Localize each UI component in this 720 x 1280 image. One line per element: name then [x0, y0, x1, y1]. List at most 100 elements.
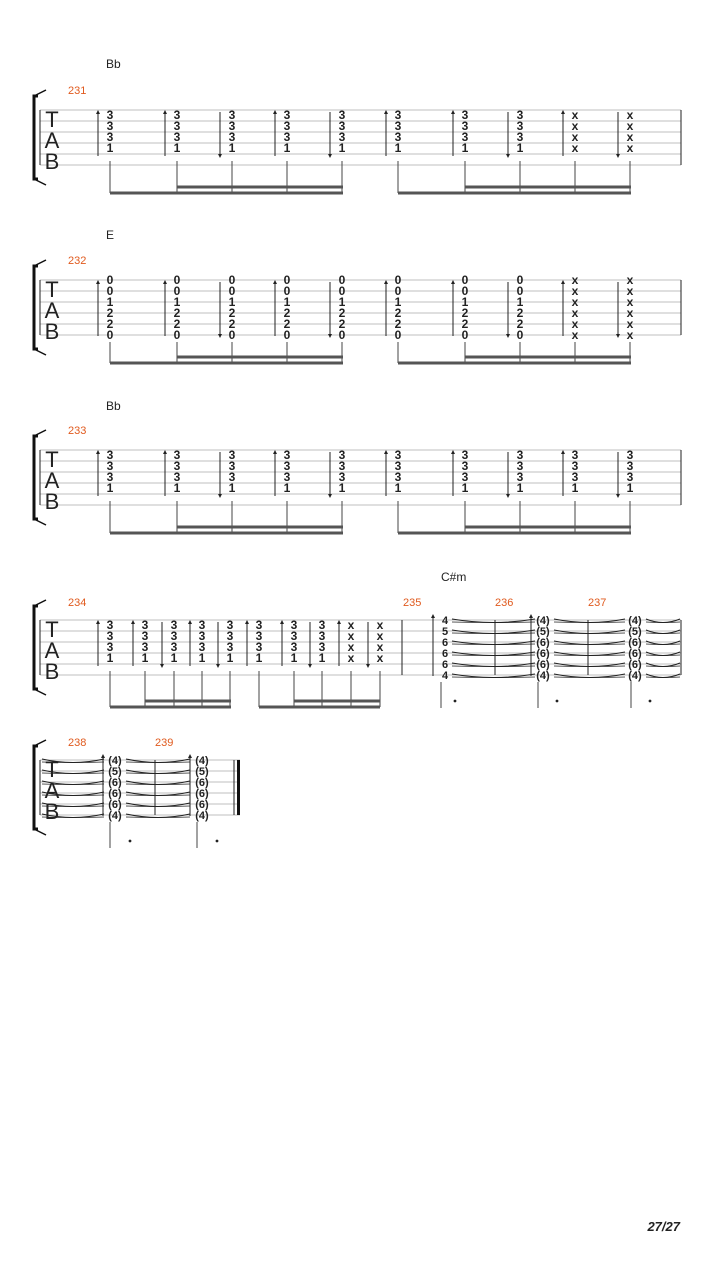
- tie-curve: [553, 632, 626, 634]
- fret-number: x: [627, 108, 634, 122]
- fret-number: 0: [339, 284, 346, 298]
- tab-clef-letter: T: [45, 757, 58, 782]
- fret-number: (6): [195, 788, 209, 800]
- fret-number: (6): [536, 637, 550, 649]
- fret-number: x: [572, 130, 579, 144]
- fret-number: (6): [108, 777, 122, 789]
- fret-number: 3: [171, 629, 178, 643]
- fret-number: x: [572, 141, 579, 155]
- fret-number: 1: [174, 481, 181, 495]
- fret-number: 3: [142, 618, 149, 632]
- augmentation-dot: [648, 699, 652, 703]
- fret-number: 3: [284, 119, 291, 133]
- fret-number: 2: [395, 317, 402, 331]
- fret-number: x: [572, 328, 579, 342]
- tab-clef-letter: T: [45, 617, 58, 642]
- fret-number: 3: [395, 108, 402, 122]
- fret-number: 3: [174, 130, 181, 144]
- fret-number: 1: [229, 295, 236, 309]
- fret-number: 2: [107, 306, 114, 320]
- fret-number: 3: [107, 130, 114, 144]
- tie-curve: [451, 665, 536, 667]
- fret-number: 3: [107, 108, 114, 122]
- fret-number: (4): [536, 670, 550, 682]
- tie-curve: [451, 643, 536, 645]
- fret-number: 3: [339, 108, 346, 122]
- tab-clef-letter: A: [45, 128, 60, 153]
- fret-number: 3: [142, 640, 149, 654]
- bracket-top-curl: [33, 599, 47, 607]
- fret-number: (4): [108, 810, 122, 822]
- fret-number: 3: [627, 470, 634, 484]
- fret-number: 2: [284, 317, 291, 331]
- fret-number: x: [572, 273, 579, 287]
- fret-number: 3: [107, 448, 114, 462]
- fret-number: x: [627, 130, 634, 144]
- fret-number: x: [627, 119, 634, 133]
- fret-number: (4): [195, 810, 209, 822]
- measure-number: 231: [68, 85, 86, 97]
- fret-number: 3: [284, 108, 291, 122]
- fret-number: 1: [339, 141, 346, 155]
- beam-primary: [398, 191, 631, 195]
- fret-number: x: [572, 108, 579, 122]
- bracket-top-curl: [33, 429, 47, 437]
- fret-number: 3: [517, 470, 524, 484]
- fret-number: x: [348, 618, 355, 632]
- chord-name: Bb: [106, 399, 121, 413]
- fret-number: 3: [199, 618, 206, 632]
- fret-number: 1: [462, 481, 469, 495]
- fret-number: 1: [395, 141, 402, 155]
- fret-number: 0: [174, 284, 181, 298]
- fret-number: 3: [107, 119, 114, 133]
- fret-number: 3: [174, 459, 181, 473]
- tie-curve: [645, 643, 681, 645]
- fret-number: 0: [229, 328, 236, 342]
- tie-curve: [553, 621, 626, 623]
- fret-number: (6): [108, 799, 122, 811]
- fret-number: 3: [517, 459, 524, 473]
- fret-number: 3: [572, 459, 579, 473]
- fret-number: 0: [229, 273, 236, 287]
- beam-secondary: [465, 185, 631, 189]
- fret-number: 3: [572, 470, 579, 484]
- bracket-top-curl: [33, 89, 47, 97]
- fret-number: 2: [339, 317, 346, 331]
- fret-number: 2: [339, 306, 346, 320]
- tie-curve: [451, 632, 536, 634]
- fret-number: 1: [517, 141, 524, 155]
- fret-number: 0: [517, 284, 524, 298]
- system-bracket: [32, 264, 38, 351]
- fret-number: (4): [628, 615, 642, 627]
- fret-number: 3: [395, 448, 402, 462]
- fret-number: 1: [395, 295, 402, 309]
- tie-curve: [125, 783, 191, 785]
- fret-number: 3: [572, 448, 579, 462]
- fret-number: 1: [339, 481, 346, 495]
- fret-number: x: [348, 629, 355, 643]
- tie-curve: [125, 761, 191, 763]
- chord-name: E: [106, 228, 114, 242]
- fret-number: 3: [174, 119, 181, 133]
- fret-number: 3: [339, 119, 346, 133]
- fret-number: 1: [462, 141, 469, 155]
- system-bracket: [32, 744, 38, 831]
- fret-number: 1: [174, 141, 181, 155]
- fret-number: 3: [284, 448, 291, 462]
- measure-number: 238: [68, 737, 86, 749]
- fret-number: 3: [395, 130, 402, 144]
- fret-number: 3: [339, 459, 346, 473]
- fret-number: 1: [107, 481, 114, 495]
- fret-number: 2: [517, 317, 524, 331]
- fret-number: 3: [462, 119, 469, 133]
- tab-clef-letter: A: [45, 638, 60, 663]
- fret-number: 3: [229, 119, 236, 133]
- fret-number: (6): [628, 648, 642, 660]
- fret-number: (5): [195, 766, 209, 778]
- beam-secondary: [177, 185, 343, 189]
- bracket-bottom-curl: [33, 688, 47, 696]
- fret-number: x: [348, 651, 355, 665]
- fret-number: (6): [628, 637, 642, 649]
